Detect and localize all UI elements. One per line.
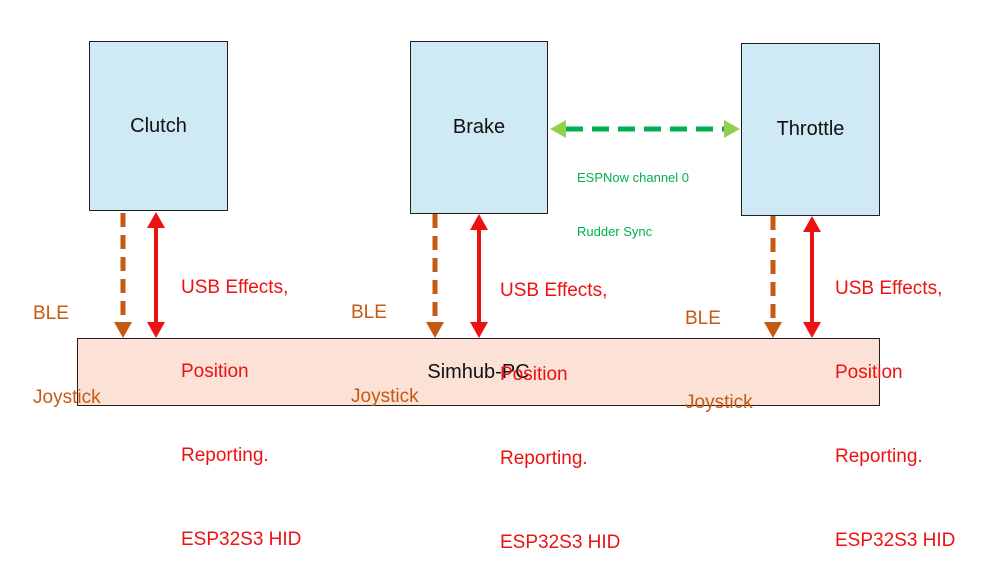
ble-arrow-clutch: [114, 213, 132, 338]
ble-label-clutch: BLE Joystick: [33, 244, 101, 440]
ble-label-line1: BLE: [33, 303, 69, 324]
usb-label-line4: ESP32S3 HID: [835, 530, 956, 551]
ble-label-line2: Joystick: [33, 387, 101, 408]
ble-label-line1: BLE: [685, 308, 721, 329]
usb-arrow-clutch: [147, 212, 165, 338]
throttle-label: Throttle: [776, 118, 845, 140]
ble-arrow-throttle: [764, 216, 782, 338]
usb-label-clutch: USB Effects, Position Reporting. ESP32S3…: [181, 218, 301, 582]
usb-label-line3: Reporting.: [835, 446, 923, 467]
ble-label-line1: BLE: [351, 302, 387, 323]
espnow-label: ESPNow channel 0 Rudder Sync: [577, 133, 689, 259]
usb-label-line2: Position: [181, 361, 249, 382]
clutch-label: Clutch: [130, 114, 187, 137]
ble-label-throttle: BLE Joystick: [685, 249, 753, 445]
ble-label-line2: Joystick: [351, 386, 419, 407]
usb-label-line2: Position: [500, 364, 568, 385]
usb-label-brake: USB Effects, Position Reporting. ESP32S3…: [500, 221, 620, 585]
espnow-label-line1: ESPNow channel 0: [577, 170, 690, 185]
connection-arrows: [114, 120, 821, 338]
usb-label-line3: Reporting.: [500, 448, 588, 469]
ble-label-line2: Joystick: [685, 392, 753, 413]
brake-box: Brake: [410, 41, 548, 214]
simhub-pc-label: Simhub-PC: [427, 360, 530, 383]
usb-label-line2: Position: [835, 362, 903, 383]
ble-label-brake: BLE Joystick: [351, 243, 419, 439]
usb-label-throttle: USB Effects, Position Reporting. ESP32S3…: [835, 219, 955, 583]
throttle-box: Throttle: [741, 43, 880, 216]
usb-label-line1: USB Effects,: [500, 280, 608, 301]
espnow-arrow: [550, 120, 740, 138]
usb-label-line1: USB Effects,: [835, 278, 943, 299]
brake-label: Brake: [452, 116, 506, 138]
clutch-box: Clutch: [89, 41, 228, 211]
usb-arrow-throttle: [803, 216, 821, 338]
usb-label-line3: Reporting.: [181, 445, 269, 466]
usb-label-line4: ESP32S3 HID: [181, 529, 302, 550]
ble-arrow-brake: [426, 214, 444, 338]
usb-label-line4: ESP32S3 HID: [500, 532, 621, 553]
usb-arrow-brake: [470, 214, 488, 338]
usb-label-line1: USB Effects,: [181, 277, 289, 298]
espnow-label-line2: Rudder Sync: [577, 224, 653, 239]
simhub-pc-box: Simhub-PC: [77, 338, 880, 406]
